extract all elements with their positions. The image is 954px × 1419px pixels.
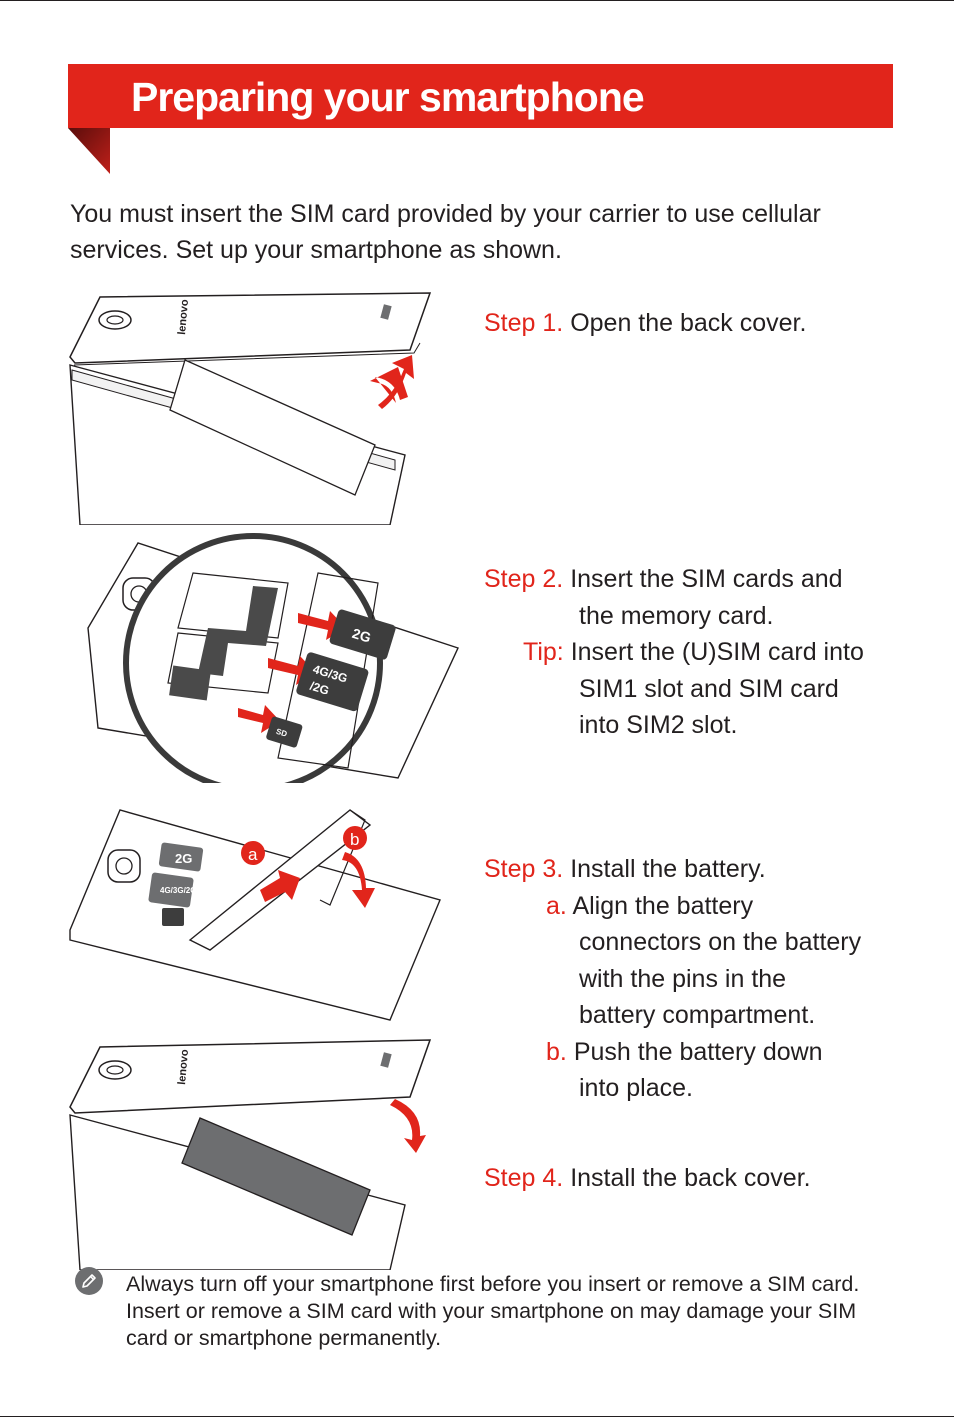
arrow-b-icon (342, 852, 375, 908)
step-1-label: Step 1. (484, 309, 564, 337)
insert-sim-illustration: 2G 4G/3G /2G SD (87, 533, 459, 783)
card-sd (162, 908, 184, 926)
camera-module (107, 849, 141, 883)
battery-compartment (169, 359, 376, 496)
svg-text:4G/3G/2G: 4G/3G/2G (160, 886, 196, 895)
top-rule (0, 0, 954, 1)
sim-tray (167, 572, 379, 769)
substep-b-line-2: into place. (579, 1074, 693, 1102)
step-3-label: Step 3. (484, 855, 564, 883)
svg-text:b: b (350, 830, 359, 849)
step-1-text: Open the back cover. (570, 309, 807, 337)
tip-line-1: Insert the (U)SIM card into (570, 638, 864, 666)
back-cover (69, 292, 432, 364)
substep-a-line-4: battery compartment. (579, 1001, 816, 1029)
install-battery-illustration: 2G 4G/3G/2G a b (69, 809, 441, 1021)
step-4-label: Step 4. (484, 1164, 564, 1192)
card-2g (329, 609, 396, 660)
arrow-a-icon (260, 870, 300, 902)
title-banner (68, 64, 893, 128)
intro-paragraph: You must insert the SIM card provided by… (70, 200, 821, 264)
substep-b-line-1: Push the battery down (573, 1037, 823, 1066)
installed-battery (181, 1117, 371, 1236)
substep-b-label: b. (546, 1037, 567, 1066)
step-4: Step 4. Install the back cover. (484, 1160, 811, 1197)
step-1: Step 1. Open the back cover. (484, 305, 806, 342)
step-2-label: Step 2. (484, 565, 564, 593)
card-2g (158, 842, 204, 872)
substep-a-line-1: Align the battery (572, 891, 754, 920)
card-4g (296, 652, 369, 712)
substep-a-line-3: with the pins in the (579, 964, 787, 993)
step-3-text: Install the battery. (570, 855, 766, 883)
brand-logo: lenovo (176, 299, 191, 336)
card-sd (266, 716, 303, 748)
substep-a-line-2: connectors on the battery (579, 928, 862, 956)
svg-text:2G: 2G (175, 851, 192, 866)
step-2: Step 2. Insert the SIM cards and the mem… (484, 561, 864, 744)
step-2-tip: Tip: Insert the (U)SIM card into SIM1 sl… (484, 634, 864, 744)
marker-a (241, 841, 265, 865)
svg-text:SD: SD (275, 727, 288, 739)
camera-ring (98, 310, 132, 330)
zoom-circle (123, 533, 383, 783)
tip-line-3: into SIM2 slot. (579, 711, 738, 739)
close-cover-arrow-icon (390, 1099, 426, 1153)
open-arrow-icon (378, 355, 414, 409)
page-title: Preparing your smartphone (131, 74, 645, 120)
svg-text:a: a (248, 845, 258, 864)
tip-label: Tip: (523, 638, 564, 666)
bottom-rule (0, 1416, 954, 1417)
banner-fold (68, 128, 110, 174)
note-text: Always turn off your smartphone first be… (126, 1272, 860, 1350)
open-back-cover-illustration: lenovo (69, 292, 432, 525)
pencil-icon (75, 1267, 103, 1295)
back-cover (69, 1039, 432, 1114)
step-2-line-1: Insert the SIM cards and (570, 565, 843, 593)
camera-ring (98, 1060, 132, 1080)
svg-text:/2G: /2G (308, 679, 331, 698)
marker-b (343, 826, 367, 850)
tip-line-2: SIM1 slot and SIM card (579, 674, 839, 703)
brand-logo: lenovo (176, 1049, 191, 1086)
card-4g (148, 872, 194, 908)
step-4-text: Install the back cover. (570, 1164, 811, 1192)
install-back-cover-illustration: lenovo (69, 1039, 432, 1270)
step-2-line-2: the memory card. (579, 601, 774, 630)
step-3: Step 3. Install the battery. a. Align th… (484, 851, 861, 1107)
substep-a-label: a. (546, 891, 567, 920)
lift-arrow-icon (370, 367, 408, 403)
svg-text:2G: 2G (350, 625, 373, 646)
